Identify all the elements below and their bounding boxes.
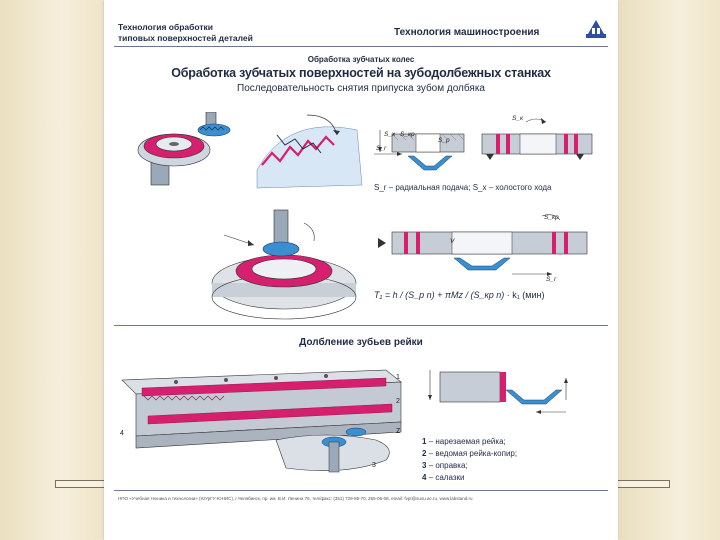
publisher-logo-icon [586, 20, 606, 38]
var-skr-2: S_кр [544, 214, 559, 221]
var-skr-1: S_кр [400, 131, 415, 138]
var-sr-2: S_r [546, 276, 557, 283]
time-formula: T₁ = h / (S_p n) + πMz / (S_кр n) · k₁ (… [374, 290, 544, 300]
feed-caption: S_r – радиальная подача; S_x – холостого… [374, 183, 552, 192]
shaper-table-illustration [211, 209, 357, 320]
var-v: V [450, 238, 455, 245]
pos-label-3: 3 [372, 462, 376, 469]
cutting-scheme-1 [374, 130, 465, 171]
legend-item-2: 2 – ведомая рейка-копир; [422, 449, 517, 458]
legend-text: – салазки [428, 473, 465, 482]
legend-item-3: 3 – оправка; [422, 461, 468, 470]
var-sp-1: S_p [438, 137, 450, 144]
slide-frame-right [620, 0, 720, 540]
legend-num: 3 [422, 461, 427, 470]
rack-cutting-scheme [428, 370, 568, 414]
legend-num: 2 [422, 449, 427, 458]
subheading: Обработка зубчатых колес [307, 55, 415, 64]
legend-item-1: 1 – нарезаемая рейка; [422, 437, 506, 446]
formula-term2: πMz / (S_кр n) [444, 290, 505, 300]
section-title-rack: Долбление зубьев рейки [299, 337, 423, 348]
footer-text: НПО «Учебная техника и технологии» (ЮУрГ… [118, 496, 473, 501]
formula-plus: + [437, 290, 443, 300]
pos-label-1: 1 [396, 374, 400, 381]
var-sr-1: S_r [376, 145, 387, 152]
rack-shaping-illustration [121, 369, 402, 473]
legend-text: – ведомая рейка-копир; [428, 449, 518, 458]
pos-label-4: 4 [120, 430, 124, 437]
pos-label-z: Z [396, 428, 401, 435]
section-rule [114, 325, 608, 326]
formula-tail: · k₁ (мин) [506, 290, 545, 300]
cutting-scheme-2 [481, 118, 593, 160]
formula-lhs: T₁ = [374, 290, 391, 300]
slide-bar-right [613, 480, 670, 488]
header-left-line1: Технология обработки [118, 22, 214, 32]
gear-shaper-illustration [137, 112, 231, 186]
document-page: Технология обработки типовых поверхносте… [104, 0, 618, 540]
footer-rule [114, 490, 608, 491]
slide-frame-left [0, 0, 102, 540]
slide-bar-left [55, 480, 109, 488]
legend-num: 4 [422, 473, 427, 482]
pos-label-2: 2 [396, 398, 400, 405]
var-sk-1: S_к [512, 115, 524, 122]
sequence-caption: Последовательность снятия припуска зубом… [237, 83, 485, 94]
legend-num: 1 [422, 437, 427, 446]
header-left-line2: типовых поверхностей деталей [118, 33, 253, 43]
header-rule [114, 46, 608, 47]
formula-term1: h / (S_p n) [392, 290, 435, 300]
tooth-engagement-illustration [256, 114, 363, 189]
header-left: Технология обработки типовых поверхносте… [118, 22, 253, 44]
page-title: Обработка зубчатых поверхностей на зубод… [171, 66, 551, 80]
header-right: Технология машиностроения [394, 27, 540, 38]
cutting-scheme-3 [378, 214, 588, 276]
var-sx-1: S_x [384, 131, 396, 138]
legend-text: – нарезаемая рейка; [428, 437, 506, 446]
legend-text: – оправка; [428, 461, 468, 470]
legend-item-4: 4 – салазки [422, 473, 464, 482]
